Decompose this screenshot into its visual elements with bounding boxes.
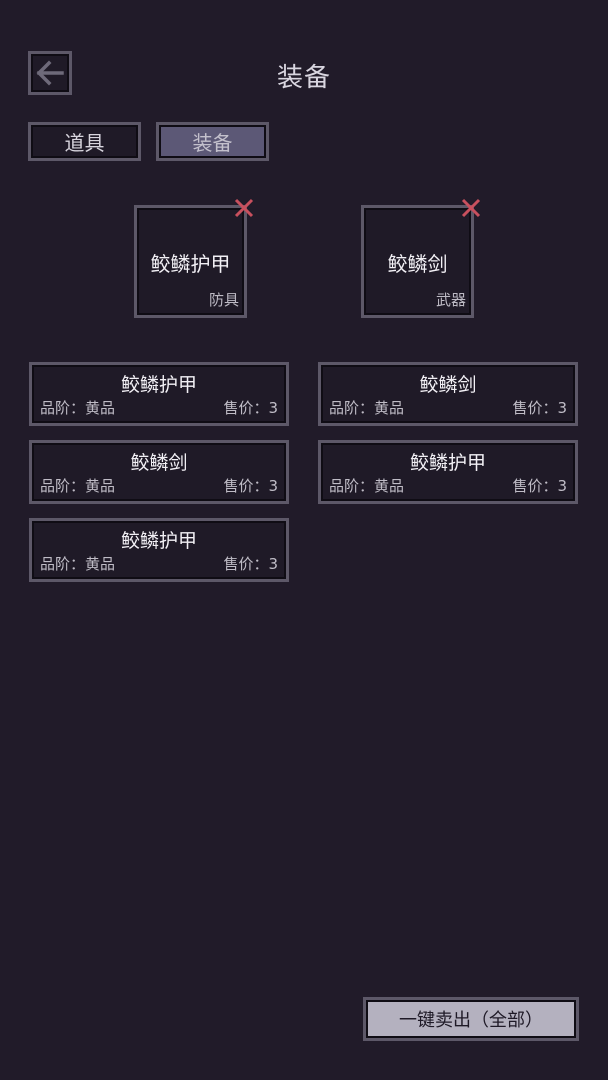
item-quality: 品阶：黄品 — [40, 399, 116, 417]
equipped-slot-armor[interactable]: 鲛鳞护甲 防具 — [134, 205, 247, 318]
equipped-item-name: 鲛鳞护甲 — [150, 252, 231, 276]
equipped-slot-type: 防具 — [208, 291, 239, 309]
inventory-item[interactable]: 鲛鳞护甲 品阶：黄品 售价：3 — [318, 440, 578, 504]
item-name: 鲛鳞护甲 — [120, 530, 197, 552]
item-name: 鲛鳞剑 — [419, 374, 477, 396]
equipped-item-name: 鲛鳞剑 — [387, 252, 448, 276]
item-quality: 品阶：黄品 — [329, 477, 405, 495]
inventory-item[interactable]: 鲛鳞护甲 品阶：黄品 售价：3 — [29, 362, 289, 426]
inventory-item[interactable]: 鲛鳞剑 品阶：黄品 售价：3 — [318, 362, 578, 426]
tab-equipment[interactable]: 装备 — [156, 122, 269, 161]
sell-all-button[interactable]: 一键卖出（全部） — [363, 997, 579, 1041]
item-quality: 品阶：黄品 — [40, 477, 116, 495]
close-x-icon — [461, 198, 481, 218]
item-price: 售价：3 — [223, 555, 278, 573]
equipped-slot-weapon[interactable]: 鲛鳞剑 武器 — [361, 205, 474, 318]
item-name: 鲛鳞剑 — [130, 452, 188, 474]
close-x-icon — [234, 198, 254, 218]
arrow-left-icon — [36, 60, 64, 86]
equipped-slot-type: 武器 — [435, 291, 466, 309]
item-quality: 品阶：黄品 — [40, 555, 116, 573]
inventory-item[interactable]: 鲛鳞护甲 品阶：黄品 售价：3 — [29, 518, 289, 582]
item-price: 售价：3 — [512, 477, 567, 495]
back-button[interactable] — [28, 51, 72, 95]
item-price: 售价：3 — [223, 399, 278, 417]
inventory-item[interactable]: 鲛鳞剑 品阶：黄品 售价：3 — [29, 440, 289, 504]
tab-items[interactable]: 道具 — [28, 122, 141, 161]
unequip-weapon-button[interactable] — [460, 197, 482, 219]
page-title: 装备 — [276, 63, 331, 93]
item-name: 鲛鳞护甲 — [120, 374, 197, 396]
item-name: 鲛鳞护甲 — [409, 452, 486, 474]
item-price: 售价：3 — [223, 477, 278, 495]
unequip-armor-button[interactable] — [233, 197, 255, 219]
item-quality: 品阶：黄品 — [329, 399, 405, 417]
item-price: 售价：3 — [512, 399, 567, 417]
